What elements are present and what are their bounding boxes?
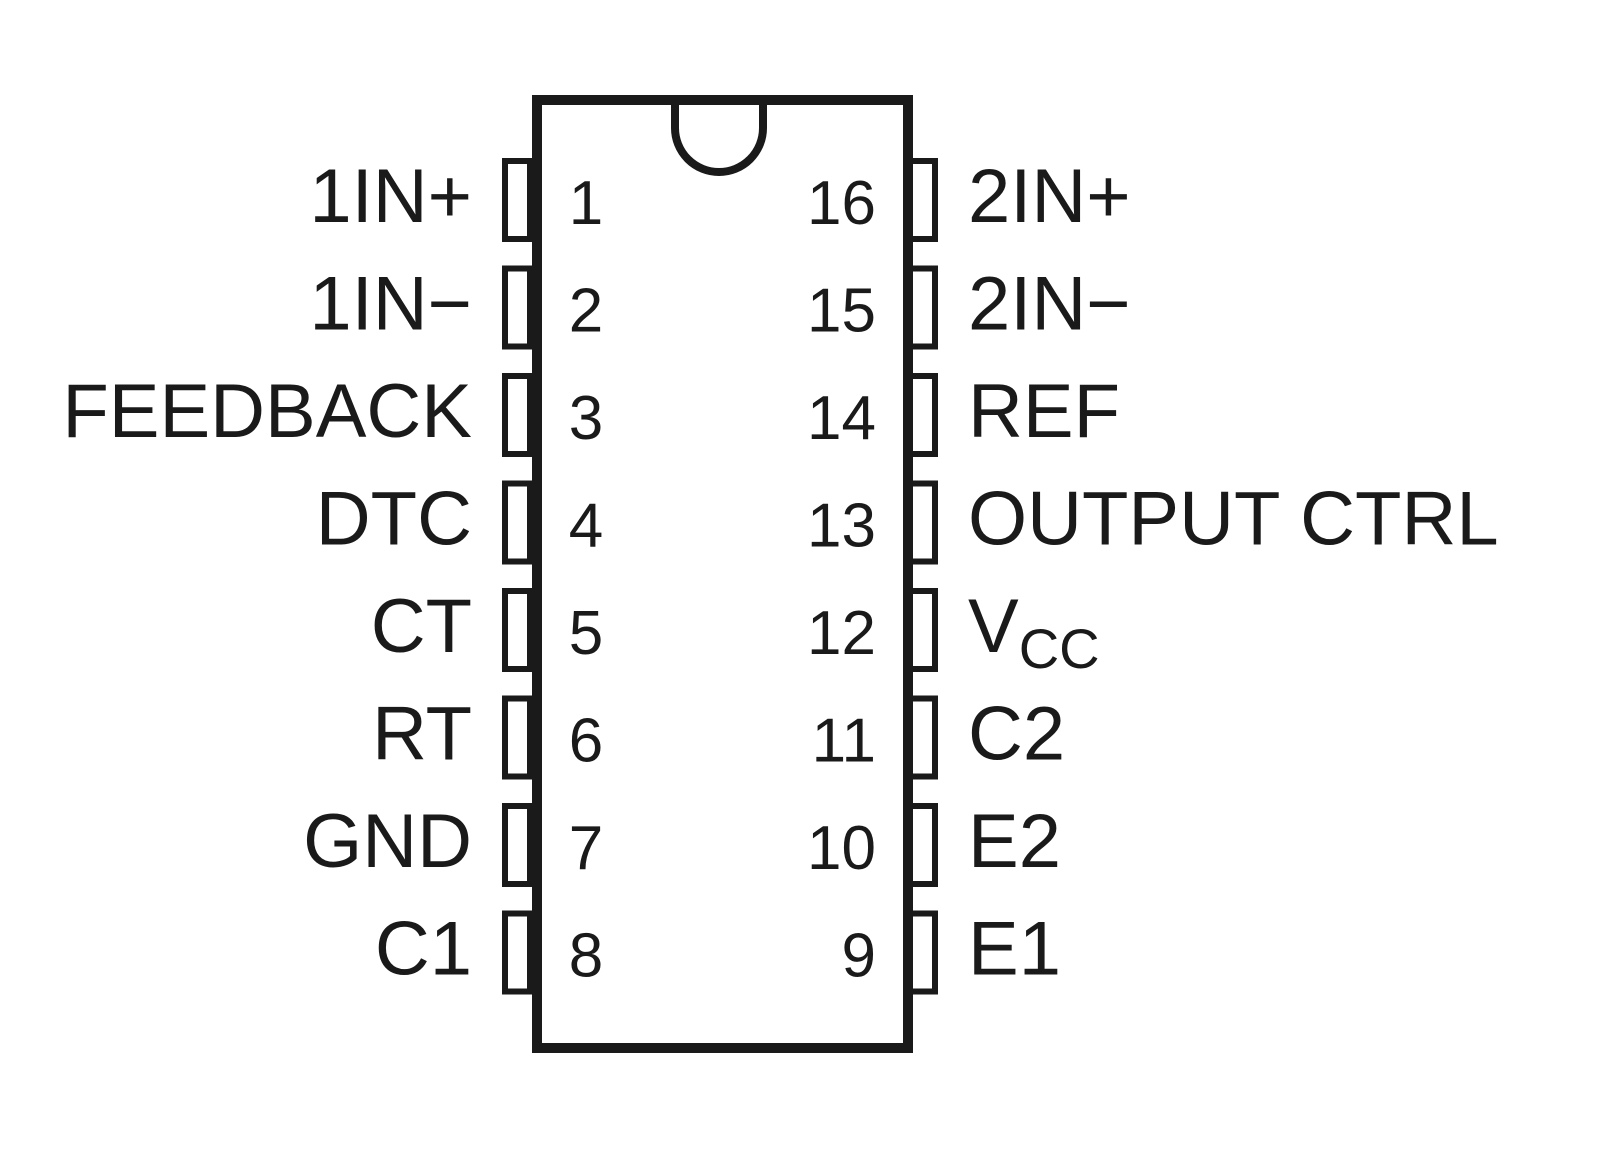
pin-1: 1 1IN+ bbox=[309, 154, 603, 242]
pin-9: 9 E1 bbox=[842, 907, 1061, 995]
pin-number: 1 bbox=[569, 169, 603, 238]
pin-number: 10 bbox=[807, 814, 876, 883]
pin-number: 2 bbox=[569, 277, 603, 346]
pin-number: 9 bbox=[842, 922, 876, 991]
pin-11: 11 C2 bbox=[812, 692, 1065, 780]
pin-label: RT bbox=[372, 692, 472, 777]
pin-lead bbox=[502, 803, 533, 887]
pin-lead bbox=[502, 695, 533, 780]
pin-number: 11 bbox=[812, 707, 876, 776]
pin-lead bbox=[502, 265, 533, 350]
pin-label: VCC bbox=[968, 584, 1100, 680]
pin-lead bbox=[502, 588, 533, 672]
pin-label: REF bbox=[968, 369, 1120, 454]
pin-13: 13 OUTPUT CTRL bbox=[807, 477, 1499, 565]
pin-lead bbox=[907, 803, 938, 887]
ic-package-outline bbox=[532, 95, 913, 1053]
pin-5: 5 CT bbox=[371, 584, 603, 672]
pin-lead bbox=[907, 588, 938, 672]
left-pins: 1 1IN+ 2 1IN− 3 FEEDBACK 4 DTC 5 CT 6 RT 7 GND 8 C1 bbox=[62, 154, 603, 995]
pin-number: 6 bbox=[569, 707, 603, 776]
pin-lead bbox=[907, 695, 938, 780]
pin-6: 6 RT bbox=[372, 692, 603, 780]
pin-number: 5 bbox=[569, 599, 603, 668]
pin-14: 14 REF bbox=[807, 369, 1120, 457]
pin-lead bbox=[907, 158, 938, 242]
pin-15: 15 2IN− bbox=[807, 262, 1131, 350]
pin-number: 16 bbox=[807, 169, 876, 238]
pin-lead bbox=[907, 373, 938, 457]
pin-3: 3 FEEDBACK bbox=[62, 369, 603, 457]
pin-lead bbox=[502, 373, 533, 457]
pin-lead bbox=[907, 480, 938, 565]
pin-label: CT bbox=[371, 584, 472, 669]
pin-number: 13 bbox=[807, 492, 876, 561]
pin-16: 16 2IN+ bbox=[807, 154, 1131, 242]
pin-label: DTC bbox=[316, 477, 472, 562]
pin-number: 8 bbox=[569, 922, 603, 991]
pin-label-subscript: CC bbox=[1019, 617, 1100, 680]
pin-12: 12 VCC bbox=[807, 584, 1100, 680]
pin-label: FEEDBACK bbox=[62, 369, 472, 454]
pin-number: 14 bbox=[807, 384, 876, 453]
pin-label: GND bbox=[303, 799, 472, 884]
pin-label: C2 bbox=[968, 692, 1065, 777]
pin-lead bbox=[502, 158, 533, 242]
pin-number: 7 bbox=[569, 814, 603, 883]
pin-number: 4 bbox=[569, 492, 603, 561]
pin-label: 2IN+ bbox=[968, 154, 1131, 239]
pin-number: 3 bbox=[569, 384, 603, 453]
pin-lead bbox=[502, 480, 533, 565]
pin-lead bbox=[907, 265, 938, 350]
pin-label: C1 bbox=[375, 907, 472, 992]
pin-10: 10 E2 bbox=[807, 799, 1061, 887]
ic-body bbox=[532, 95, 913, 1053]
pin-7: 7 GND bbox=[303, 799, 603, 887]
pin-number: 15 bbox=[807, 277, 876, 346]
pin-label: E2 bbox=[968, 799, 1061, 884]
pin-label: OUTPUT CTRL bbox=[968, 477, 1499, 562]
pin-label: 1IN+ bbox=[309, 154, 472, 239]
pin-2: 2 1IN− bbox=[309, 262, 603, 350]
pin-label: 1IN− bbox=[309, 262, 472, 347]
pin-lead bbox=[907, 910, 938, 995]
pin-4: 4 DTC bbox=[316, 477, 603, 565]
pin-lead bbox=[502, 910, 533, 995]
pin-8: 8 C1 bbox=[375, 907, 603, 995]
pin1-notch bbox=[671, 105, 767, 176]
pin-label: 2IN− bbox=[968, 262, 1131, 347]
pin-number: 12 bbox=[807, 599, 876, 668]
pin-label: E1 bbox=[968, 907, 1061, 992]
